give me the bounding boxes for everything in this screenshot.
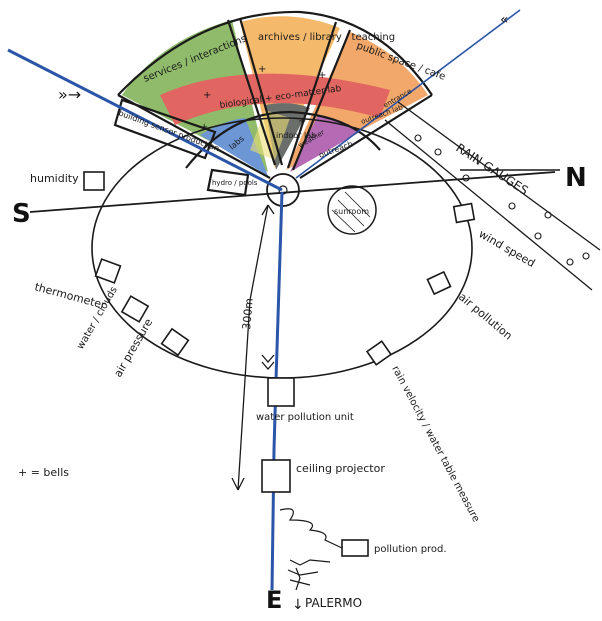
rain-gauge-marker (582, 252, 590, 260)
walk-path (231, 204, 275, 491)
purple-wedge-fill (290, 115, 360, 172)
rain-gauge-marker (462, 174, 470, 182)
rain-velocity-label: rain velocity / water table measure (389, 364, 481, 524)
air-pollution-label: air pollution (456, 290, 515, 342)
rain-gauges-label: RAIN GAUGES (453, 141, 530, 198)
yellow-fill (250, 110, 290, 160)
pollution-squiggle (279, 508, 343, 549)
divider-1a (226, 19, 277, 166)
humidity-box (83, 171, 105, 191)
rain-gauge-marker (414, 134, 422, 142)
step-line (289, 579, 311, 586)
building-production-box (113, 98, 217, 160)
rain-band-bottom (384, 119, 593, 291)
wind-speed-box (452, 202, 476, 224)
sunroom-hatching (331, 191, 371, 233)
water-pollution-label: water pollution unit (256, 412, 354, 423)
down-arrow-icon: ↓ (292, 597, 304, 613)
rain-gauge-band (384, 101, 601, 291)
compass-south: S (12, 199, 31, 229)
blue-axis (7, 9, 521, 591)
rain-gauge-marker (534, 232, 542, 240)
ceiling-projector-box (261, 459, 291, 493)
water-pollution-box (267, 377, 295, 407)
labs-wedge-fill (200, 118, 268, 176)
compass-east: E (266, 586, 282, 614)
bell-plus: + (258, 64, 266, 75)
center-wedge-fill (265, 103, 310, 170)
bells-markers: + + + + + (200, 64, 326, 133)
humidity-label: humidity (30, 172, 79, 185)
air-pressure-box (160, 327, 190, 357)
rain-band-top (397, 101, 601, 251)
step-line (287, 569, 319, 576)
rain-velocity-box (365, 340, 393, 366)
sunroom-circle (327, 185, 377, 235)
divider-right (299, 94, 433, 179)
rain-gauge-marker (544, 211, 552, 219)
walk-chevrons (261, 354, 275, 370)
thermometer-label: thermometer (33, 280, 107, 312)
archives-label: archives / library / teaching (258, 32, 395, 43)
water-clouds-box (120, 295, 150, 323)
divider-left (117, 94, 271, 179)
sunroom-label: sunroom (334, 207, 369, 216)
air-pressure-label: air pressure (111, 316, 155, 379)
blue-axis-nw (7, 48, 283, 192)
nw-arrow-icon: »→ (58, 85, 81, 104)
divider-2b (291, 29, 352, 171)
fan-outer-arc (117, 10, 433, 96)
divider-1b (238, 17, 284, 166)
step-line (295, 567, 301, 591)
hydro-label: hydro / pools (212, 179, 258, 187)
distance-label: 300m (240, 298, 256, 331)
blue-axis-ne (295, 9, 521, 179)
rain-gauge-markers (414, 134, 590, 266)
walk-arrow-up (261, 204, 275, 216)
bells-legend: + = bells (18, 466, 69, 479)
wind-speed-label: wind speed (477, 227, 538, 270)
bell-plus: + (203, 90, 211, 101)
walk-arrow-down (231, 477, 245, 491)
step-line (289, 559, 331, 566)
fan-outline (113, 10, 433, 197)
indoor-lab-label: indoor lab (276, 131, 316, 140)
divider-2a (286, 21, 338, 169)
rain-gauge-marker (508, 202, 516, 210)
ne-arrow-icon: « (500, 12, 509, 28)
south-north-axis (29, 171, 556, 213)
compass-north: N (565, 163, 587, 193)
pollution-steps (279, 508, 343, 591)
pollution-prod-box (341, 539, 369, 557)
thermometer-box (94, 258, 122, 284)
blue-axis-south (270, 191, 284, 591)
walk-line-left (237, 204, 269, 491)
rain-gauge-marker (566, 258, 574, 266)
palermo-label: PALERMO (305, 596, 362, 610)
sensor-boxes (83, 171, 476, 557)
ceiling-projector-label: ceiling projector (296, 462, 385, 475)
air-pollution-box (426, 270, 452, 296)
pollution-prod-label: pollution prod. (374, 544, 447, 555)
rain-gauge-marker (434, 148, 442, 156)
red-band-fill (160, 73, 390, 125)
bell-plus: + (200, 122, 208, 133)
bell-plus: + (318, 70, 326, 81)
bell-plus: + (298, 116, 306, 127)
